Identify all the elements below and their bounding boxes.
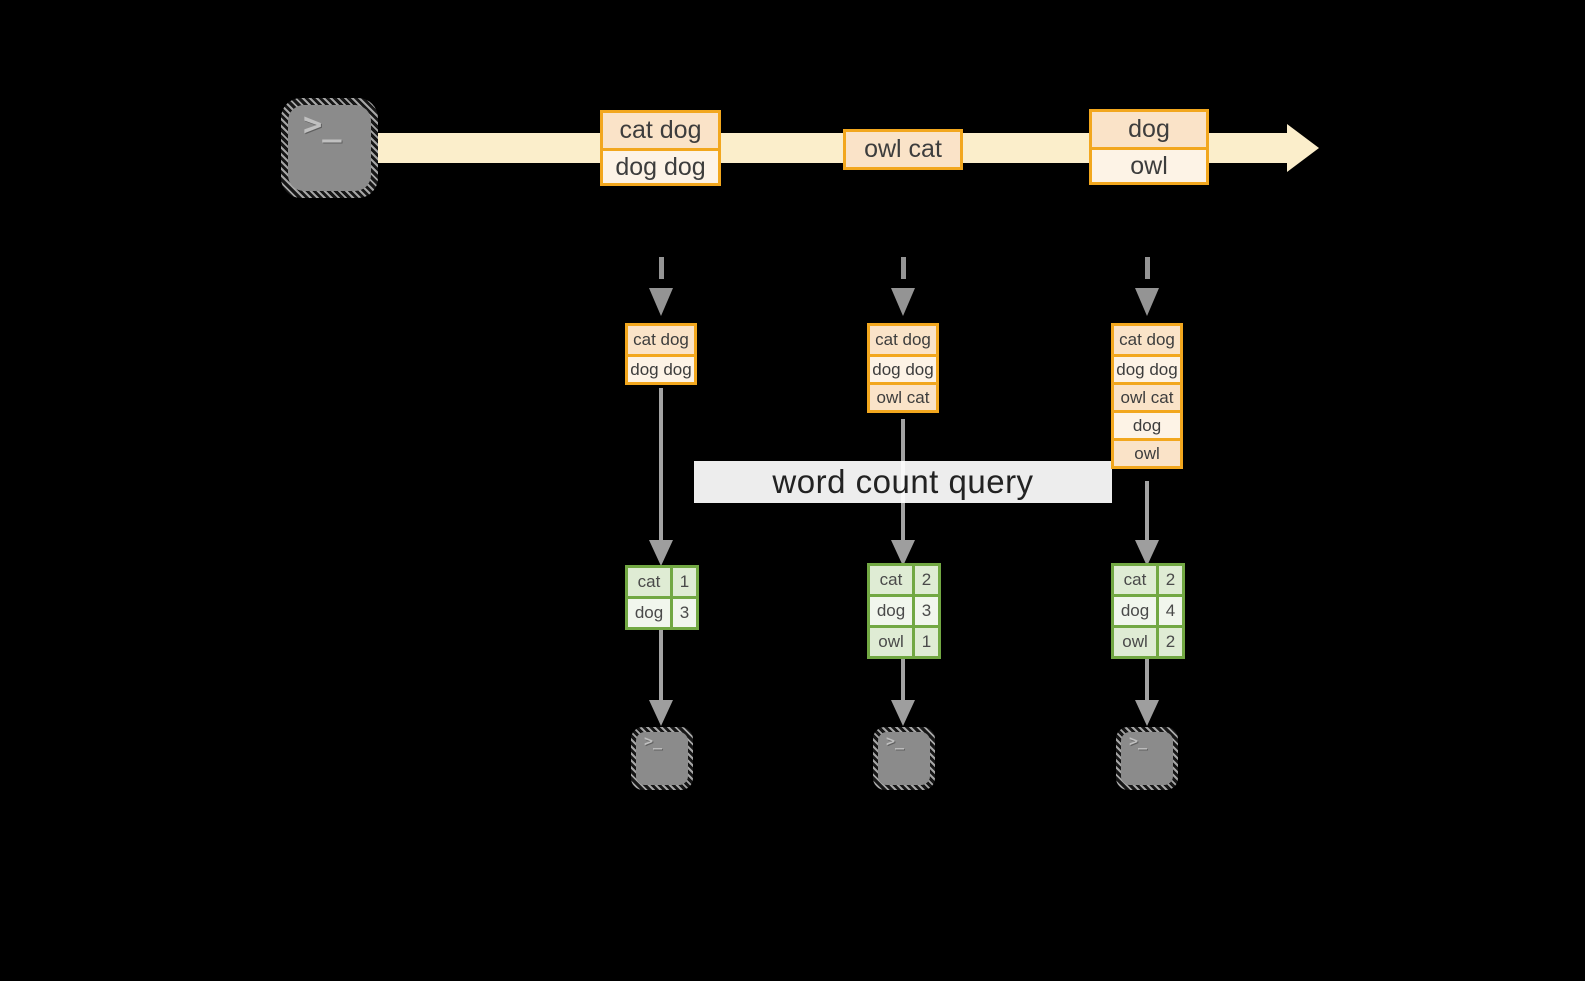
query-label: word count query [772,463,1034,500]
table-row: cat 1 [628,568,696,596]
word-cell: cat [1114,566,1159,594]
dashed-arrow-head-icon [891,288,915,316]
table-row: dog 3 [628,596,696,627]
arrow-head-icon [891,540,915,566]
word-count-table-2: cat 2 dog 3 owl 1 [867,563,941,659]
word-count-table-1: cat 1 dog 3 [625,565,699,630]
accumulated-input-1: cat dog dog dog [625,323,697,385]
word-count-table-3: cat 2 dog 4 owl 2 [1111,563,1185,659]
batch-line: owl [1092,147,1206,182]
sink-terminal-icon: >_ [873,727,935,790]
table-row: owl 1 [870,625,938,656]
count-cell: 1 [915,628,938,656]
input-line: owl [1114,438,1180,466]
arrow-line [659,630,663,700]
word-cell: owl [870,628,915,656]
query-banner: word count query [694,461,1112,503]
dashed-arrow-head-icon [1135,288,1159,316]
terminal-screen: >_ [878,732,930,785]
terminal-prompt-icon: >_ [886,732,905,750]
batch-line: owl cat [846,132,960,167]
table-row: dog 3 [870,594,938,625]
count-cell: 2 [915,566,938,594]
table-row: dog 4 [1114,594,1182,625]
count-cell: 2 [1159,628,1182,656]
terminal-screen: >_ [1121,732,1173,785]
input-line: cat dog [870,326,936,354]
terminal-prompt-icon: >_ [1129,732,1148,750]
arrow-head-icon [649,540,673,566]
arrow-line [901,659,905,700]
table-row: owl 2 [1114,625,1182,656]
arrow-head-icon [1135,540,1159,566]
input-line: owl cat [1114,382,1180,410]
dashed-arrow-line [1145,257,1150,279]
sink-terminal-icon: >_ [1116,727,1178,790]
stream-batch-2: owl cat [843,129,963,170]
accumulated-input-2: cat dog dog dog owl cat [867,323,939,413]
accumulated-input-3: cat dog dog dog owl cat dog owl [1111,323,1183,469]
word-cell: owl [1114,628,1159,656]
arrow-line [1145,481,1149,540]
stream-timeline-arrowhead-icon [1287,124,1319,172]
sink-terminal-icon: >_ [631,727,693,790]
word-cell: dog [628,599,673,627]
input-line: dog dog [1114,354,1180,382]
word-cell: cat [628,568,673,596]
batch-line: dog [1092,112,1206,147]
input-line: dog dog [870,354,936,382]
terminal-prompt-icon: >_ [303,105,342,143]
count-cell: 2 [1159,566,1182,594]
arrow-head-icon [891,700,915,726]
arrow-line [1145,659,1149,700]
source-terminal-icon: >_ [281,98,378,198]
arrow-head-icon [1135,700,1159,726]
input-line: owl cat [870,382,936,410]
input-line: cat dog [1114,326,1180,354]
count-cell: 1 [673,568,696,596]
dashed-arrow-line [901,257,906,279]
table-row: cat 2 [1114,566,1182,594]
batch-line: dog dog [603,148,718,183]
input-line: dog dog [628,354,694,382]
input-line: dog [1114,410,1180,438]
count-cell: 3 [673,599,696,627]
terminal-prompt-icon: >_ [644,732,663,750]
arrow-line [659,388,663,540]
terminal-screen: >_ [636,732,688,785]
stream-batch-1: cat dog dog dog [600,110,721,186]
table-row: cat 2 [870,566,938,594]
word-cell: dog [1114,597,1159,625]
batch-line: cat dog [603,113,718,148]
stream-batch-3: dog owl [1089,109,1209,185]
count-cell: 3 [915,597,938,625]
dashed-arrow-head-icon [649,288,673,316]
word-cell: cat [870,566,915,594]
count-cell: 4 [1159,597,1182,625]
terminal-screen: >_ [288,105,371,191]
input-line: cat dog [628,326,694,354]
dashed-arrow-line [659,257,664,279]
arrow-head-icon [649,700,673,726]
word-cell: dog [870,597,915,625]
